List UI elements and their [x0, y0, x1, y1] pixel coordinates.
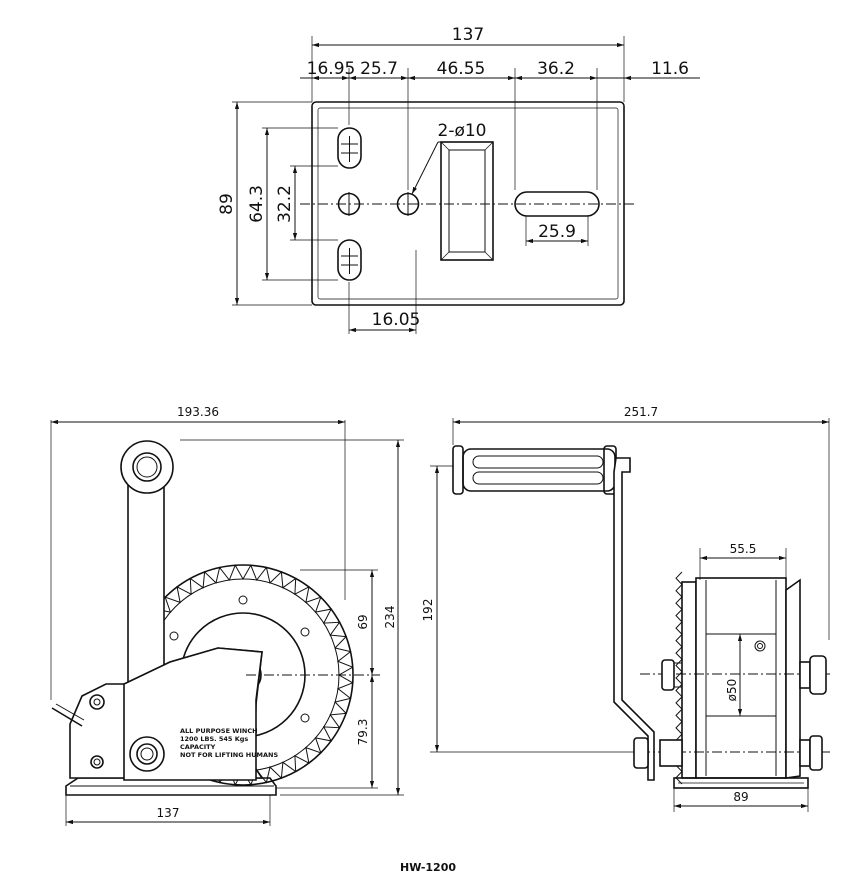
- dim-89-base: 89: [733, 790, 748, 804]
- dim-89: 89: [217, 193, 237, 215]
- dim-193-36: 193.36: [177, 405, 219, 419]
- nut-left-upper: [661, 659, 675, 691]
- mount-slot-top: [337, 127, 362, 169]
- label-plate: [123, 647, 263, 781]
- front-base: [673, 777, 809, 789]
- dim-32-2: 32.2: [275, 185, 295, 223]
- dim-46-55: 46.55: [437, 59, 486, 79]
- dim-phi-50: ø50: [725, 679, 739, 702]
- dim-16-05: 16.05: [372, 310, 421, 330]
- dim-64-3: 64.3: [247, 185, 267, 223]
- dim-137-base: 137: [157, 806, 180, 820]
- label-line-3: CAPACITY: [180, 743, 216, 751]
- mount-slot-bottom: [337, 239, 362, 281]
- dim-55-5: 55.5: [730, 542, 757, 556]
- top-view: 137 16.95 25.7 46.55 36.2 11.6 2-ø10 89 …: [217, 25, 700, 334]
- dim-25-9: 25.9: [538, 222, 576, 242]
- dim-25-7: 25.7: [360, 59, 398, 79]
- bolt-head: [129, 736, 165, 772]
- model-caption: HW-1200: [400, 861, 456, 874]
- side-base-plate: [65, 777, 277, 796]
- gear-side: [681, 581, 697, 779]
- nut-right-upper: [809, 655, 827, 695]
- dim-69: 69: [356, 614, 370, 629]
- dim-16-95: 16.95: [307, 59, 356, 79]
- dim-11-6: 11.6: [651, 59, 689, 79]
- dim-192: 192: [421, 599, 435, 622]
- nut-left-lower: [633, 737, 649, 769]
- label-line-2: 1200 LBS. 545 Kgs: [180, 735, 248, 743]
- crank-shaft: [613, 457, 655, 781]
- nut-right-lower: [809, 735, 823, 771]
- side-view: 193.36 A: [50, 405, 404, 826]
- dim-width-137: 137: [452, 25, 484, 45]
- drum: [695, 577, 787, 779]
- dim-2-holes: 2-ø10: [438, 121, 487, 141]
- right-slot: [514, 191, 600, 217]
- right-flange: [785, 578, 801, 779]
- label-line-1: ALL PURPOSE WINCH: [180, 727, 258, 735]
- crank-boss: [120, 440, 174, 494]
- handle-grip: [452, 445, 617, 495]
- dim-251-7: 251.7: [624, 405, 658, 419]
- pawl-pivot: [89, 694, 105, 710]
- dim-36-2: 36.2: [537, 59, 575, 79]
- label-line-4: NOT FOR LIFTING HUMANS: [180, 751, 278, 759]
- front-view: 251.7 192 55.5: [421, 405, 830, 812]
- dim-234: 234: [383, 606, 397, 629]
- dim-79-3: 79.3: [356, 719, 370, 746]
